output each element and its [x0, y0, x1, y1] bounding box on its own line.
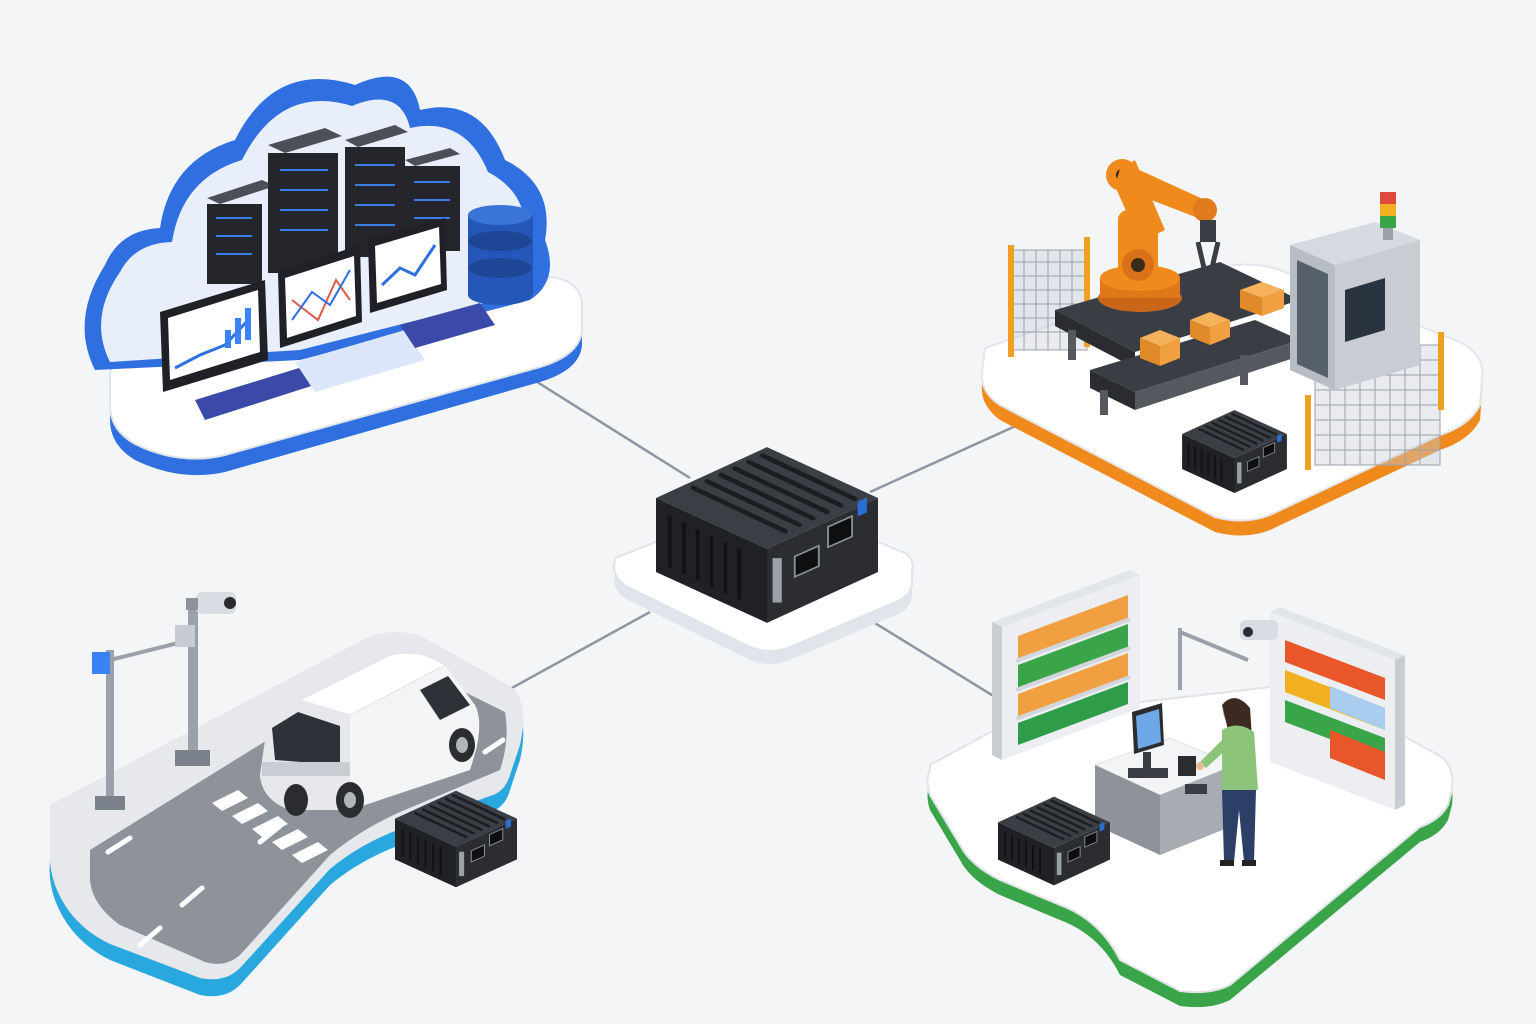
link-hub-traffic [489, 610, 651, 702]
delivery-van-icon [260, 652, 480, 818]
shopper-figure [1196, 698, 1258, 866]
robot-arm-icon [1098, 159, 1221, 312]
smart-factory-node[interactable] [980, 159, 1484, 536]
product-shelf-right [1240, 607, 1405, 810]
link-hub-factory [869, 413, 1041, 494]
cloud-datacenter-node[interactable] [84, 76, 583, 476]
analytics-monitors [160, 218, 495, 420]
link-hub-cloud [509, 363, 691, 480]
traffic-camera-icon [92, 592, 236, 810]
smart-retail-node[interactable] [926, 570, 1454, 1008]
edge-gateway-hub-node[interactable] [612, 447, 914, 664]
control-cabinet [1290, 192, 1420, 390]
cargo-boxes [1140, 282, 1284, 366]
smart-traffic-node[interactable] [49, 592, 524, 997]
crosswalk [212, 790, 328, 863]
conveyor-belt [1055, 262, 1300, 415]
link-hub-retail [869, 618, 1001, 702]
database-icon [468, 205, 533, 305]
checkout-counter-icon [1093, 703, 1237, 855]
link-lines [489, 363, 1041, 702]
server-racks [207, 125, 460, 284]
product-shelf-left [992, 570, 1140, 760]
